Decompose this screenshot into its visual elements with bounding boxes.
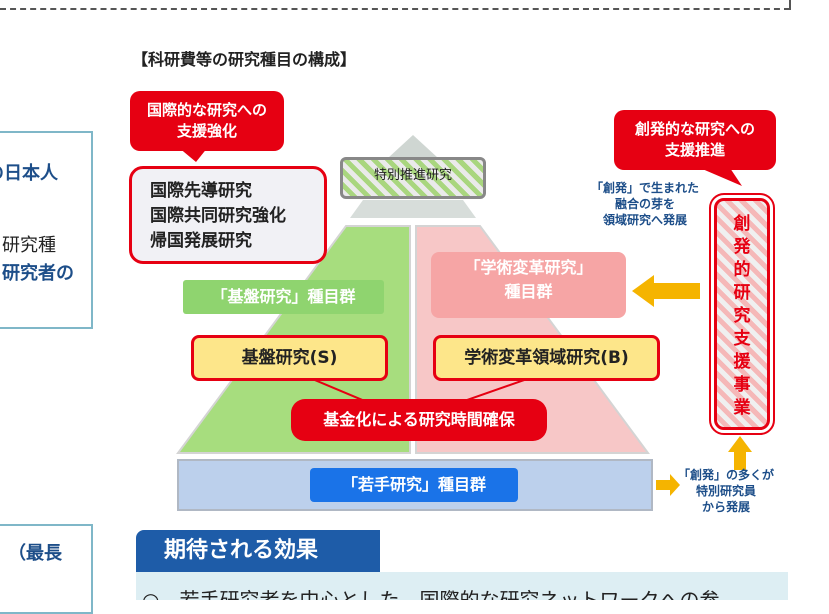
- vertical-char: 援: [733, 352, 751, 372]
- arrow-right-icon: [656, 474, 680, 496]
- kiban-s-box: 基盤研究(S): [191, 335, 388, 381]
- note-bottom-line1: 「創発」の多くが: [677, 468, 774, 482]
- pyramid-apex-band: [350, 200, 476, 218]
- vertical-char: 究: [733, 306, 751, 326]
- diagram-title: 【科研費等の研究種目の構成】: [132, 50, 357, 69]
- left-panel-bottom: （最長: [8, 543, 62, 564]
- pyramid-apex: [388, 135, 438, 158]
- vertical-char: 支: [733, 329, 751, 349]
- gakujutsu-line1: 「学術変革研究」: [464, 258, 593, 277]
- souhatsu-program-vertical: 創 発 的 研 究 支 援 事 業: [709, 193, 775, 435]
- note-top-line1: 「創発」で生まれた: [590, 181, 699, 195]
- tag-intl-line2: 支援強化: [176, 122, 237, 140]
- fund-box: 基金化による研究時間確保: [291, 399, 547, 441]
- note-bottom-line2: 特別研究員: [695, 484, 756, 498]
- left-panel-line3: 研究者の: [2, 263, 74, 284]
- intl-item-3: 帰国発展研究: [150, 231, 252, 251]
- tag-souhatsu-support: 創発的な研究への 支援推進: [614, 110, 776, 170]
- tag-souhatsu-line1: 創発的な研究への: [634, 120, 755, 138]
- expected-effects-heading: 期待される効果: [136, 530, 380, 572]
- intl-item-2: 国際共同研究強化: [150, 206, 286, 226]
- intl-item-1: 国際先導研究: [150, 181, 252, 201]
- effects-body: ○ 若手研究者を中心とした、国際的な研究ネットワークへの参: [136, 572, 788, 600]
- special-program-box: 特別推進研究: [340, 157, 486, 199]
- tag-intl-line1: 国際的な研究への: [146, 101, 267, 119]
- corner-line: [789, 0, 791, 10]
- arrow-left-icon: [632, 275, 700, 307]
- intl-programs-box: 国際先導研究 国際共同研究強化 帰国発展研究: [129, 166, 327, 264]
- left-panel-line1: の日本人: [0, 163, 58, 184]
- note-top-line3: 領域研究へ発展: [602, 213, 687, 227]
- arrow-up-icon: [728, 436, 752, 470]
- dashed-divider: [0, 8, 790, 10]
- gakujutsu-group-label: 「学術変革研究」 種目群: [431, 252, 626, 318]
- gakujutsu-b-box: 学術変革領域研究(B): [433, 335, 660, 381]
- vertical-char: 発: [733, 237, 751, 257]
- wakate-group-label: 「若手研究」種目群: [310, 468, 518, 502]
- tag-souhatsu-pointer: [700, 168, 742, 186]
- note-top-line2: 融合の芽を: [614, 197, 675, 211]
- kiban-group-label: 「基盤研究」種目群: [183, 280, 384, 314]
- tag-intl-support: 国際的な研究への 支援強化: [130, 91, 284, 151]
- vertical-char: 業: [733, 398, 751, 418]
- gakujutsu-line2: 種目群: [504, 282, 553, 301]
- left-panel-line2: 研究種: [2, 235, 56, 256]
- effects-line1: ○ 若手研究者を中心とした、国際的な研究ネットワークへの参: [142, 588, 720, 600]
- left-info-panel: の日本人 研究種 研究者の: [0, 131, 93, 329]
- tag-souhatsu-line2: 支援推進: [664, 141, 725, 159]
- vertical-char: 事: [733, 375, 751, 395]
- vertical-char: 研: [733, 283, 751, 303]
- vertical-char: 的: [733, 260, 751, 280]
- vertical-char: 創: [733, 214, 751, 234]
- note-fellows: 「創発」の多くが 特別研究員 から発展: [671, 467, 781, 515]
- note-bottom-line3: から発展: [701, 500, 750, 514]
- note-fusion: 「創発」で生まれた 融合の芽を 領域研究へ発展: [585, 180, 705, 228]
